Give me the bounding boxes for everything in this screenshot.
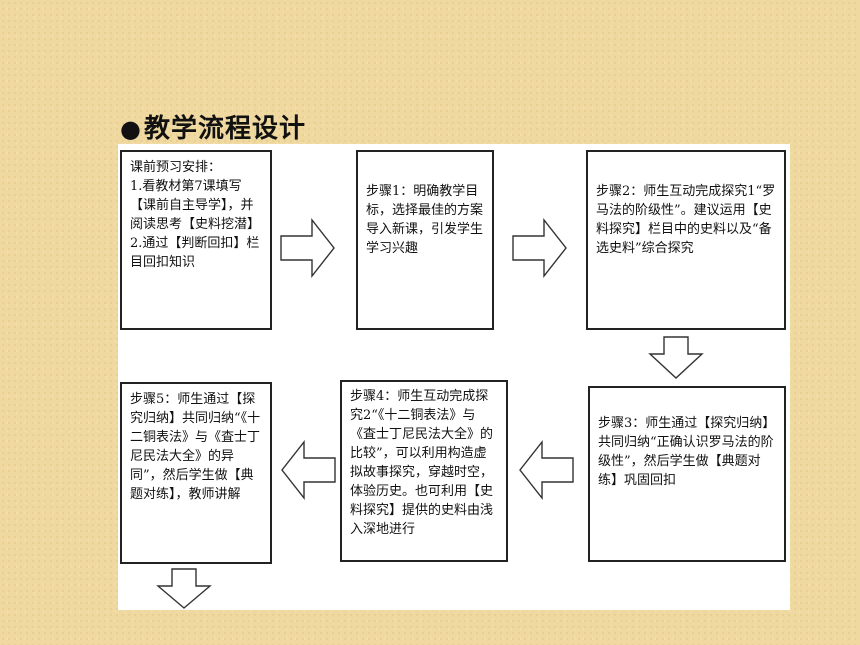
arrow-right-icon	[280, 218, 335, 278]
page-title: ●教学流程设计	[120, 108, 306, 145]
arrow-right-icon	[512, 218, 567, 278]
flowchart-panel: 课前预习安排： 1.看教材第7课填写【课前自主导学】，并阅读思考【史料挖潜】 2…	[118, 144, 790, 610]
box-pre-class: 课前预习安排： 1.看教材第7课填写【课前自主导学】，并阅读思考【史料挖潜】 2…	[120, 150, 272, 330]
arrow-down-icon	[648, 336, 704, 379]
box-step-1: 步骤1：明确教学目标，选择最佳的方案导入新课，引发学生学习兴趣	[356, 150, 494, 330]
arrow-left-icon	[281, 440, 336, 500]
box-step-2: 步骤2：师生互动完成探究1“罗马法的阶级性”。建议运用【史料探究】栏目中的史料以…	[586, 150, 786, 330]
page-title-text: 教学流程设计	[143, 114, 306, 144]
box-step-5: 步骤5：师生通过【探究归纳】共同归纳“《十二铜表法》与《査士丁尼民法大全》的异同…	[120, 382, 272, 564]
arrow-down-icon	[156, 568, 212, 609]
arrow-left-icon	[519, 440, 574, 500]
box-step-4: 步骤4：师生互动完成探究2“《十二铜表法》与《査士丁尼民法大全》的比较”，可以利…	[340, 380, 508, 562]
box-step-3: 步骤3：师生通过【探究归纳】共同归纳“正确认识罗马法的阶级性”，然后学生做【典题…	[588, 386, 786, 562]
bullet-icon: ●	[120, 115, 142, 143]
